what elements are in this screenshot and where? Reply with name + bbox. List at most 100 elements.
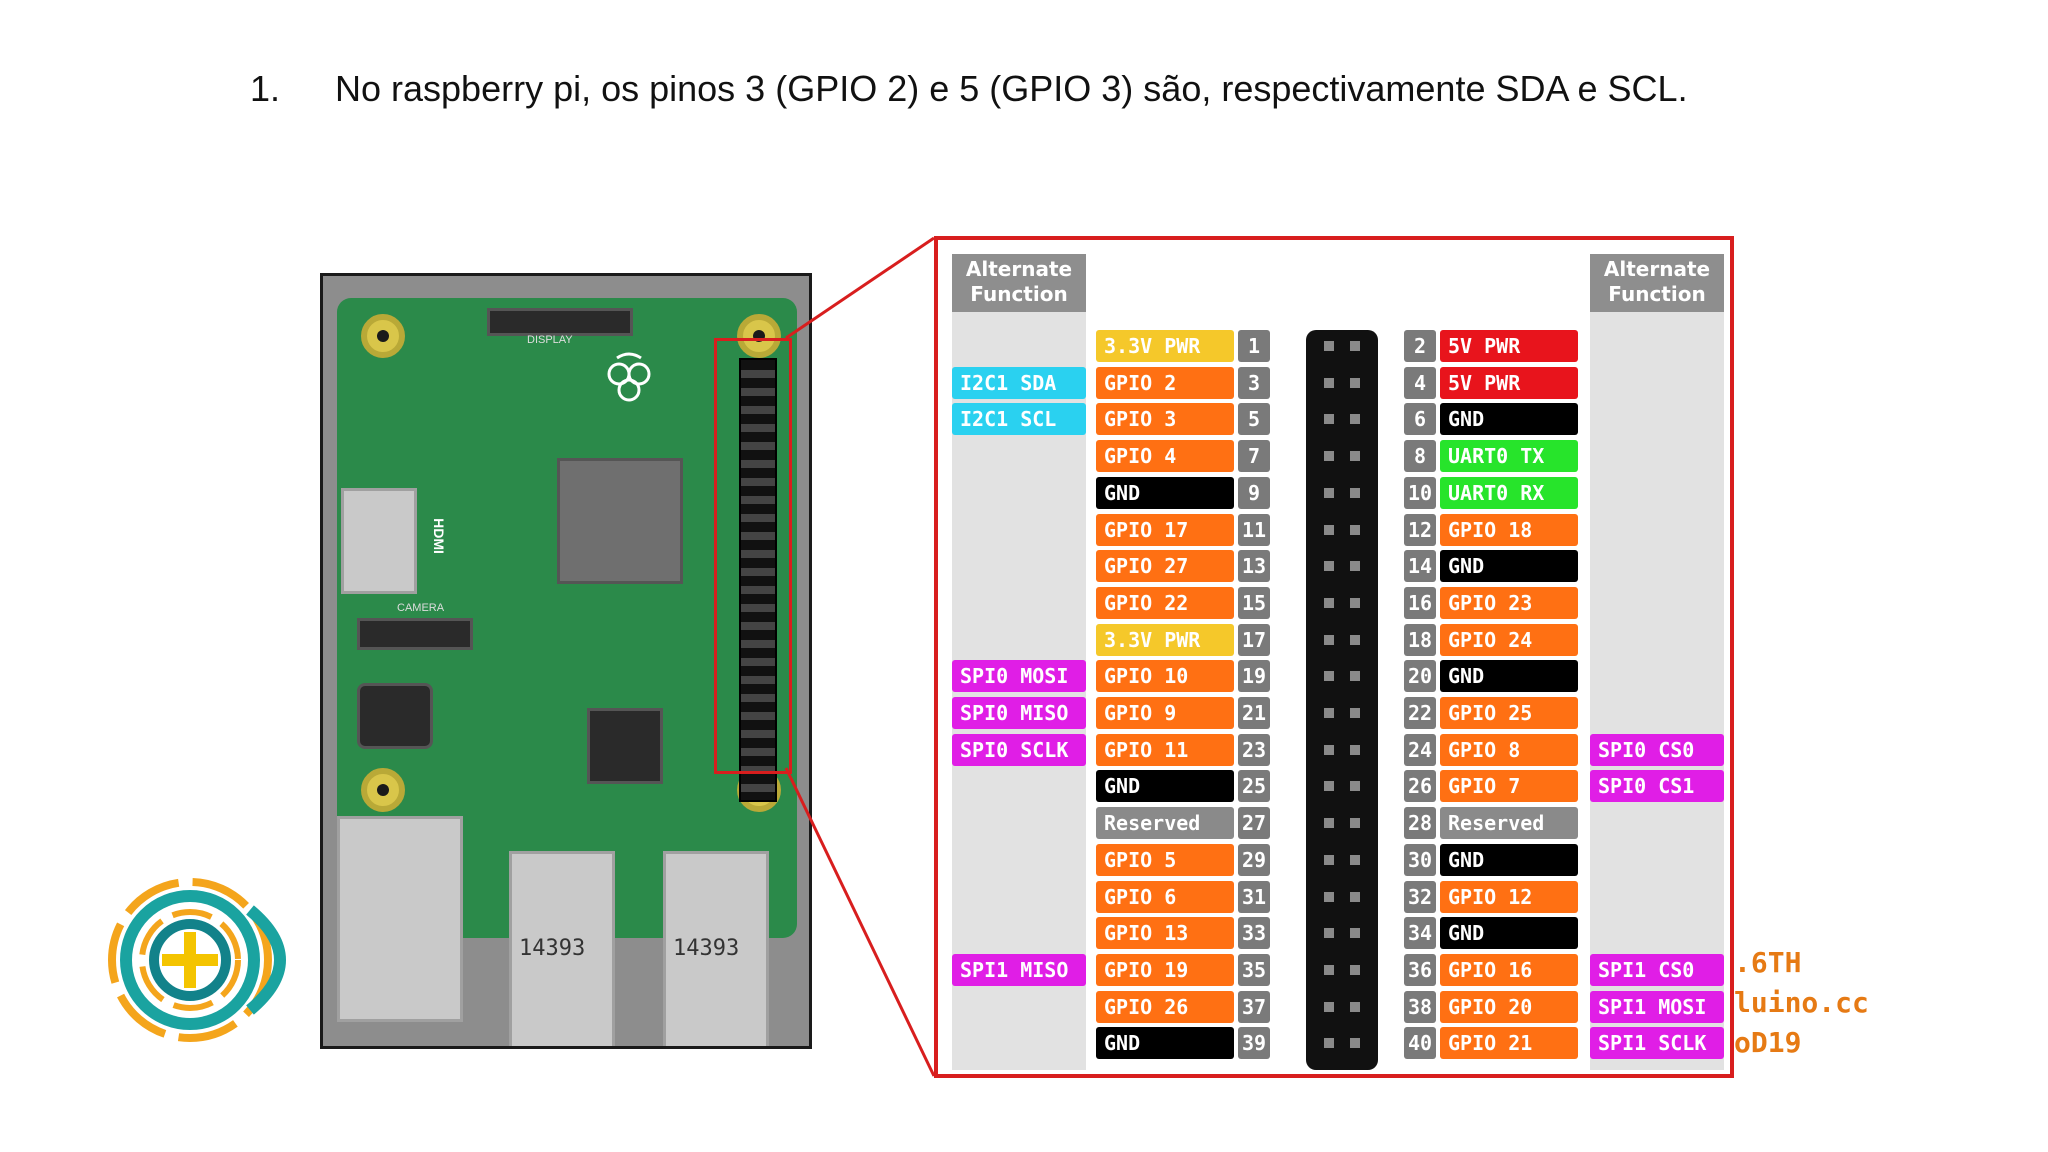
pin-function-label: GND bbox=[1096, 476, 1234, 509]
header-pin bbox=[1324, 414, 1334, 425]
slide-caption: 1. No raspberry pi, os pinos 3 (GPIO 2) e… bbox=[250, 68, 1688, 110]
pin-function-label: GPIO 18 bbox=[1440, 513, 1578, 546]
pin-number: 12 bbox=[1404, 513, 1436, 546]
pin-number: 35 bbox=[1238, 953, 1270, 986]
pin-number: 25 bbox=[1238, 770, 1270, 803]
header-pin bbox=[1350, 377, 1360, 388]
pin-number: 23 bbox=[1238, 733, 1270, 766]
pin-function-label: GPIO 4 bbox=[1096, 440, 1234, 473]
pin-number: 22 bbox=[1404, 697, 1436, 729]
pin-function-label: GND bbox=[1440, 660, 1578, 693]
pin-function-label: GND bbox=[1440, 550, 1578, 583]
pin-function-label: GPIO 11 bbox=[1096, 733, 1234, 766]
header-pin bbox=[1324, 524, 1334, 535]
pin-function-label: GPIO 19 bbox=[1096, 953, 1234, 986]
header-pin bbox=[1350, 634, 1360, 645]
pin-function-label: GPIO 8 bbox=[1440, 733, 1578, 766]
raspberry-pi-photo: DISPLAY HDMI CAMERA 14393 14393 bbox=[320, 273, 812, 1049]
pin-number: 19 bbox=[1238, 660, 1270, 693]
pin-number: 34 bbox=[1404, 917, 1436, 950]
pin-function-label: GPIO 27 bbox=[1096, 550, 1234, 583]
pin-number: 1 bbox=[1238, 330, 1270, 362]
pin-header-graphic bbox=[1306, 330, 1378, 1070]
header-pin bbox=[1350, 744, 1360, 755]
usb-port-2 bbox=[663, 851, 769, 1046]
alt-function-label: SPI1 MOSI bbox=[1590, 990, 1724, 1023]
pin-number: 37 bbox=[1238, 990, 1270, 1023]
camera-connector bbox=[357, 618, 473, 650]
header-pin bbox=[1350, 928, 1360, 939]
pin-function-label: GND bbox=[1096, 1027, 1234, 1060]
pin-number: 38 bbox=[1404, 990, 1436, 1023]
header-pin bbox=[1324, 1001, 1334, 1012]
pin-function-label: 3.3V PWR bbox=[1096, 623, 1234, 656]
caption-number: 1. bbox=[250, 68, 281, 109]
alt-function-label: SPI0 SCLK bbox=[952, 733, 1086, 766]
header-pin bbox=[1350, 561, 1360, 572]
alt-function-label: I2C1 SCL bbox=[952, 403, 1086, 436]
alt-function-header-left: Alternate Function bbox=[952, 254, 1086, 312]
usb-port-1-label: 14393 bbox=[519, 936, 586, 961]
usb-port-1 bbox=[509, 851, 615, 1046]
pin-function-label: GPIO 21 bbox=[1440, 1027, 1578, 1060]
pin-number: 6 bbox=[1404, 403, 1436, 436]
pin-number: 26 bbox=[1404, 770, 1436, 803]
pin-number: 33 bbox=[1238, 917, 1270, 950]
pin-function-label: GPIO 9 bbox=[1096, 697, 1234, 729]
header-pin bbox=[1350, 451, 1360, 462]
alt-function-label: SPI0 CS1 bbox=[1590, 770, 1724, 803]
alt-function-header-right: Alternate Function bbox=[1590, 254, 1724, 312]
alt-function-label: SPI0 MOSI bbox=[952, 660, 1086, 693]
pin-number: 9 bbox=[1238, 476, 1270, 509]
pin-function-label: 5V PWR bbox=[1440, 330, 1578, 362]
pin-number: 28 bbox=[1404, 807, 1436, 840]
alt-function-label: I2C1 SDA bbox=[952, 366, 1086, 399]
pin-number: 10 bbox=[1404, 476, 1436, 509]
header-pin bbox=[1350, 341, 1360, 351]
pin-function-label: GPIO 7 bbox=[1440, 770, 1578, 803]
header-pin bbox=[1350, 781, 1360, 792]
pin-function-label: GPIO 6 bbox=[1096, 880, 1234, 913]
header-pin bbox=[1350, 854, 1360, 865]
alt-function-label: SPI0 CS0 bbox=[1590, 733, 1724, 766]
soc-chip bbox=[557, 458, 683, 584]
header-pin bbox=[1324, 561, 1334, 572]
header-pin bbox=[1324, 634, 1334, 645]
pin-number: 15 bbox=[1238, 586, 1270, 619]
pin-number: 36 bbox=[1404, 953, 1436, 986]
header-pin bbox=[1350, 1001, 1360, 1012]
pin-number: 5 bbox=[1238, 403, 1270, 436]
header-pin bbox=[1324, 964, 1334, 975]
pin-function-label: GPIO 17 bbox=[1096, 513, 1234, 546]
pin-function-label: GPIO 13 bbox=[1096, 917, 1234, 950]
pin-number: 39 bbox=[1238, 1027, 1270, 1060]
pin-function-label: GND bbox=[1440, 917, 1578, 950]
pin-function-label: GPIO 16 bbox=[1440, 953, 1578, 986]
pin-number: 4 bbox=[1404, 366, 1436, 399]
pin-number: 32 bbox=[1404, 880, 1436, 913]
pin-function-label: GPIO 3 bbox=[1096, 403, 1234, 436]
alt-function-label: SPI1 SCLK bbox=[1590, 1027, 1724, 1060]
lan-chip bbox=[587, 708, 663, 784]
header-pin bbox=[1350, 671, 1360, 682]
pin-function-label: GND bbox=[1440, 843, 1578, 876]
pin-function-label: GPIO 20 bbox=[1440, 990, 1578, 1023]
header-pin bbox=[1350, 964, 1360, 975]
caption-text: No raspberry pi, os pinos 3 (GPIO 2) e 5… bbox=[335, 68, 1688, 109]
header-pin bbox=[1324, 928, 1334, 939]
header-pin bbox=[1324, 891, 1334, 902]
pin-number: 7 bbox=[1238, 440, 1270, 473]
header-pin bbox=[1324, 597, 1334, 608]
header-pin bbox=[1350, 414, 1360, 425]
header-highlight-box bbox=[714, 338, 792, 774]
camera-label: CAMERA bbox=[397, 602, 445, 614]
pin-function-label: GPIO 22 bbox=[1096, 586, 1234, 619]
pin-number: 8 bbox=[1404, 440, 1436, 473]
header-pin bbox=[1324, 341, 1334, 351]
pin-number: 17 bbox=[1238, 623, 1270, 656]
pin-function-label: 5V PWR bbox=[1440, 366, 1578, 399]
pin-number: 31 bbox=[1238, 880, 1270, 913]
pin-number: 11 bbox=[1238, 513, 1270, 546]
pin-number: 40 bbox=[1404, 1027, 1436, 1060]
header-pin bbox=[1350, 487, 1360, 498]
